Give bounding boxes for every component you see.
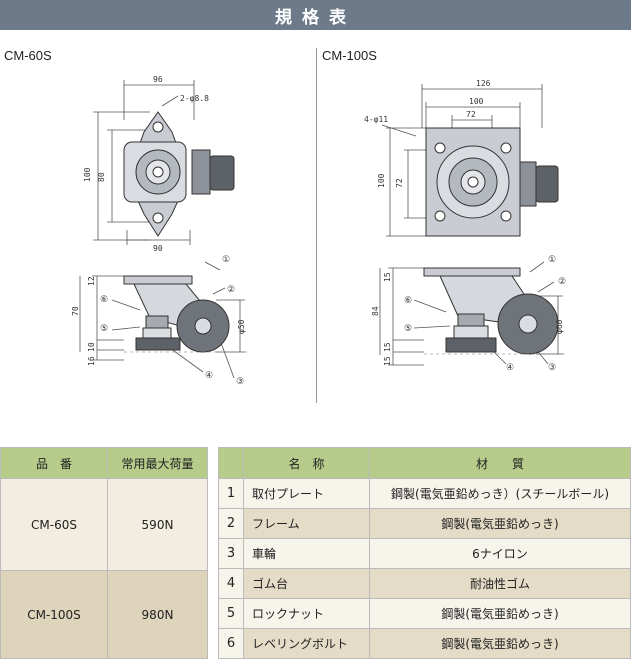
cm100s-dim-mid: 100 bbox=[469, 97, 484, 106]
cm100s-callout-4: ④ bbox=[506, 363, 514, 373]
load-cell-load: 980N bbox=[107, 570, 208, 659]
mat-cell-material: 鋼製(電気亜鉛めっき）(スチールボール) bbox=[369, 478, 631, 509]
mat-header-material: 材 質 bbox=[369, 447, 631, 479]
cm60s-callout-6: ⑥ bbox=[100, 295, 108, 305]
mat-cell-no: 3 bbox=[218, 538, 244, 569]
mat-cell-no: 2 bbox=[218, 508, 244, 539]
mat-header-name: 名 称 bbox=[243, 447, 370, 479]
cm60s-dim-b2: 16 bbox=[87, 356, 96, 366]
cm100s-callout-2: ② bbox=[558, 277, 566, 287]
cm60s-dim-top: 12 bbox=[87, 276, 96, 286]
cm100s-dim-side: 84 bbox=[371, 306, 380, 316]
mat-cell-name: レベリングボルト bbox=[243, 628, 370, 659]
cm60s-drawing: 96 2-φ8.8 100 80 90 ① ② ③ ④ ⑤ ⑥ 12 70 10… bbox=[71, 75, 250, 387]
load-cell-model: CM-100S bbox=[0, 570, 108, 659]
cm100s-dim-top: 15 bbox=[383, 272, 392, 282]
cm100s-dim-b1: 15 bbox=[383, 342, 392, 352]
load-header-model: 品 番 bbox=[0, 447, 108, 479]
cm60s-dim-base: 90 bbox=[153, 244, 163, 253]
mat-cell-name: 取付プレート bbox=[243, 478, 370, 509]
load-table: 品 番 常用最大荷量 CM-60S 590N CM-100S 980N bbox=[0, 447, 208, 659]
mat-header-no bbox=[218, 447, 244, 479]
cm60s-dim-b1: 10 bbox=[87, 342, 96, 352]
cm60s-dim-side: 70 bbox=[71, 306, 80, 316]
cm100s-dim-inner: 72 bbox=[466, 110, 476, 119]
mat-cell-name: 車輪 bbox=[243, 538, 370, 569]
mat-cell-material: 耐油性ゴム bbox=[369, 568, 631, 599]
cm100s-callout-6: ⑥ bbox=[404, 296, 412, 306]
cm100s-top-view bbox=[425, 127, 559, 237]
cm60s-callout-5: ⑤ bbox=[100, 324, 108, 334]
page-title: 規格表 bbox=[275, 7, 356, 28]
table-row: 5 ロックナット 鋼製(電気亜鉛めっき) bbox=[218, 598, 631, 629]
header-bar: 規格表 bbox=[0, 0, 631, 30]
mat-cell-name: ゴム台 bbox=[243, 568, 370, 599]
load-cell-load: 590N bbox=[107, 478, 208, 571]
cm100s-dim-wheel: φ60 bbox=[555, 319, 564, 334]
cm60s-callout-3: ③ bbox=[236, 377, 244, 387]
drawing-divider bbox=[316, 48, 317, 403]
cm60s-callout-2: ② bbox=[227, 285, 235, 295]
cm100s-dim-width: 126 bbox=[476, 79, 491, 88]
cm60s-dim-width: 96 bbox=[153, 75, 163, 84]
cm100s-dim-height: 100 bbox=[377, 173, 386, 188]
cm100s-callout-1: ① bbox=[548, 255, 556, 265]
mat-cell-material: 鋼製(電気亜鉛めっき) bbox=[369, 628, 631, 659]
load-cell-model: CM-60S bbox=[0, 478, 108, 571]
cm60s-callout-4: ④ bbox=[205, 371, 213, 381]
cm100s-drawing: 126 100 72 4-φ11 100 72 ① ② ③ ④ ⑤ ⑥ 15 8… bbox=[364, 79, 566, 373]
cm60s-dim-inner-height: 80 bbox=[97, 172, 106, 182]
cm100s-callout-5: ⑤ bbox=[404, 324, 412, 334]
cm60s-dim-holes: 2-φ8.8 bbox=[180, 94, 209, 103]
cm100s-dim-inner-height: 72 bbox=[395, 178, 404, 188]
cm60s-callout-1: ① bbox=[222, 255, 230, 265]
mat-cell-material: 鋼製(電気亜鉛めっき) bbox=[369, 508, 631, 539]
mat-cell-no: 1 bbox=[218, 478, 244, 509]
mat-cell-name: フレーム bbox=[243, 508, 370, 539]
table-row: 6 レベリングボルト 鋼製(電気亜鉛めっき) bbox=[218, 628, 631, 659]
mat-cell-no: 6 bbox=[218, 628, 244, 659]
model-label-left: CM-60S bbox=[4, 48, 52, 63]
cm100s-side-view bbox=[423, 267, 566, 355]
mat-cell-material: 鋼製(電気亜鉛めっき) bbox=[369, 598, 631, 629]
mat-cell-material: 6ナイロン bbox=[369, 538, 631, 569]
cm100s-dim-b2: 15 bbox=[383, 356, 392, 366]
mat-cell-no: 4 bbox=[218, 568, 244, 599]
cm60s-dim-wheel: φ50 bbox=[237, 319, 246, 334]
table-row: 1 取付プレート 鋼製(電気亜鉛めっき）(スチールボール) bbox=[218, 478, 631, 509]
mat-cell-name: ロックナット bbox=[243, 598, 370, 629]
cm60s-top-view bbox=[123, 111, 235, 237]
table-row: 2 フレーム 鋼製(電気亜鉛めっき) bbox=[218, 508, 631, 539]
cm60s-dim-height: 100 bbox=[83, 167, 92, 182]
cm60s-side-view bbox=[123, 275, 250, 353]
cm100s-callout-3: ③ bbox=[548, 363, 556, 373]
mat-cell-no: 5 bbox=[218, 598, 244, 629]
table-row: 4 ゴム台 耐油性ゴム bbox=[218, 568, 631, 599]
material-table: 名 称 材 質 1 取付プレート 鋼製(電気亜鉛めっき）(スチールボール) 2 … bbox=[218, 447, 631, 659]
model-label-right: CM-100S bbox=[322, 48, 377, 63]
table-row: 3 車輪 6ナイロン bbox=[218, 538, 631, 569]
load-header-load: 常用最大荷量 bbox=[107, 447, 208, 479]
cm100s-dim-holes: 4-φ11 bbox=[364, 115, 388, 124]
